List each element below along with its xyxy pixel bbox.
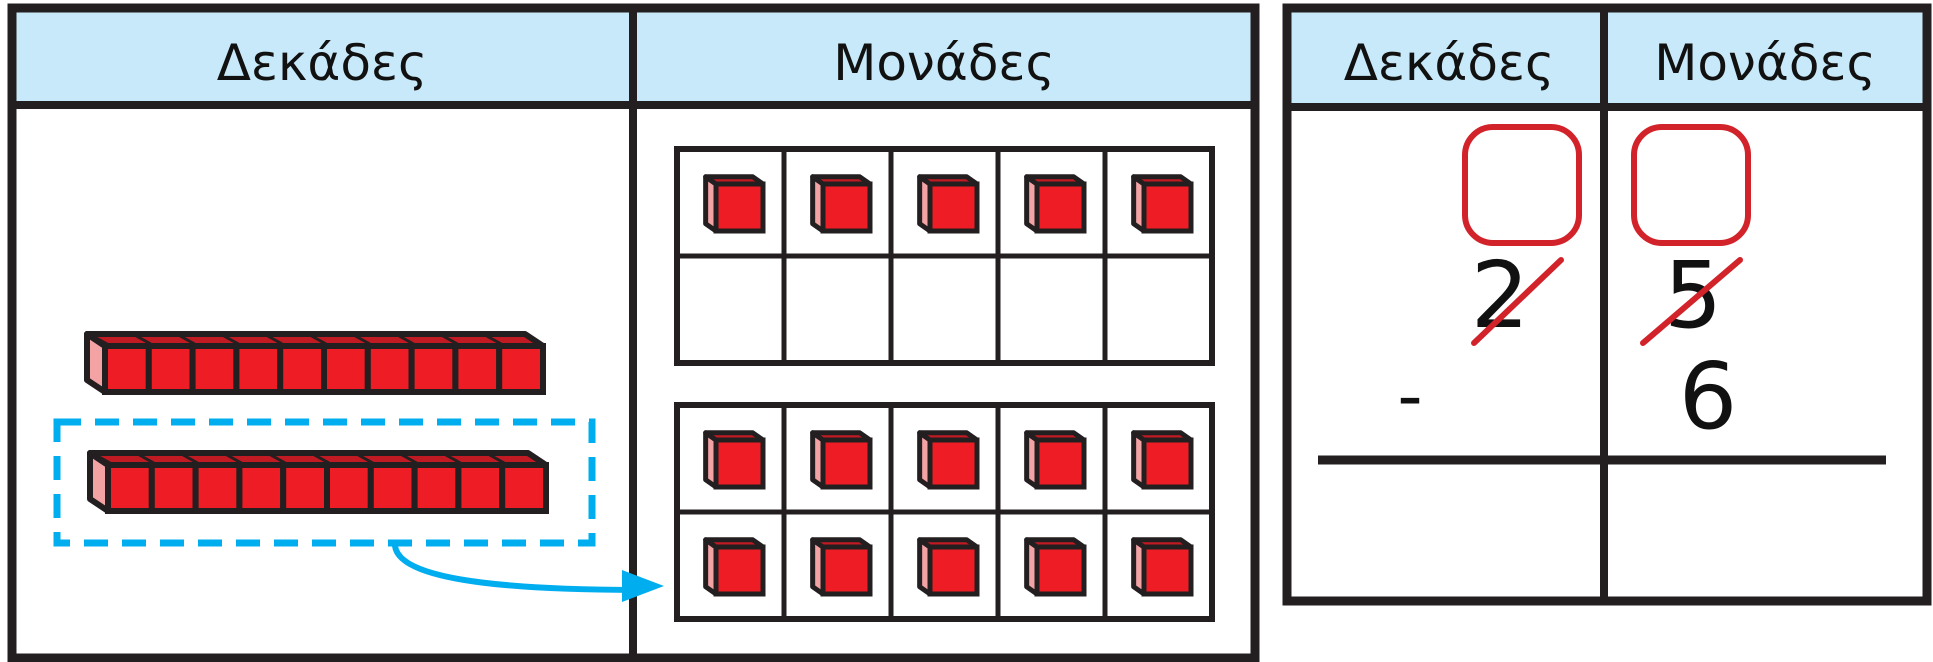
unit-cube	[706, 540, 763, 594]
right-place-value-table: Δεκάδες Μονάδες 2 5 - 6	[1287, 8, 1927, 601]
regroup-arrowhead-icon	[622, 570, 664, 602]
rod-unit	[196, 465, 240, 511]
rod-unit	[105, 346, 149, 392]
subtrahend-ones-digit: 6	[1679, 343, 1738, 450]
minuend-ones-digit: 5	[1664, 242, 1723, 349]
rod-unit	[152, 465, 196, 511]
rod-unit	[236, 346, 280, 392]
ten-frame-top	[677, 149, 1212, 363]
rod-unit	[108, 465, 152, 511]
new-ones-answer-box[interactable]	[1634, 127, 1748, 243]
unit-cube	[813, 540, 870, 594]
unit-cube	[1027, 540, 1084, 594]
unit-cube	[920, 433, 977, 487]
unit-cube	[1027, 433, 1084, 487]
rod-unit	[280, 346, 324, 392]
rod-unit	[368, 346, 412, 392]
rod-unit	[499, 346, 543, 392]
left-tens-header: Δεκάδες	[217, 34, 428, 92]
rod-unit	[371, 465, 415, 511]
rod-unit	[283, 465, 327, 511]
tens-rod-1	[87, 334, 543, 392]
new-tens-answer-box[interactable]	[1465, 127, 1579, 243]
rod-unit	[458, 465, 502, 511]
right-tens-header: Δεκάδες	[1344, 34, 1555, 92]
unit-cube	[813, 177, 870, 231]
left-ones-header: Μονάδες	[833, 34, 1055, 92]
rod-unit	[455, 346, 499, 392]
unit-cube	[706, 177, 763, 231]
rod-unit	[149, 346, 193, 392]
unit-cube	[813, 433, 870, 487]
rod-unit	[324, 346, 368, 392]
minus-sign: -	[1397, 355, 1422, 437]
unit-cube	[920, 540, 977, 594]
rod-unit	[415, 465, 459, 511]
rod-unit	[193, 346, 237, 392]
rod-unit	[412, 346, 456, 392]
ten-frame-bottom	[677, 405, 1212, 619]
unit-cube	[920, 177, 977, 231]
unit-cube	[1027, 177, 1084, 231]
unit-cube	[1134, 540, 1191, 594]
rod-unit	[239, 465, 283, 511]
unit-cube	[1134, 433, 1191, 487]
ten-frames	[677, 149, 1212, 619]
right-ones-header: Μονάδες	[1654, 34, 1876, 92]
unit-cube	[1134, 177, 1191, 231]
regroup-arrow	[395, 546, 645, 590]
unit-cube	[706, 433, 763, 487]
rod-unit	[327, 465, 371, 511]
rod-unit	[502, 465, 546, 511]
tens-rod-2	[90, 453, 546, 511]
